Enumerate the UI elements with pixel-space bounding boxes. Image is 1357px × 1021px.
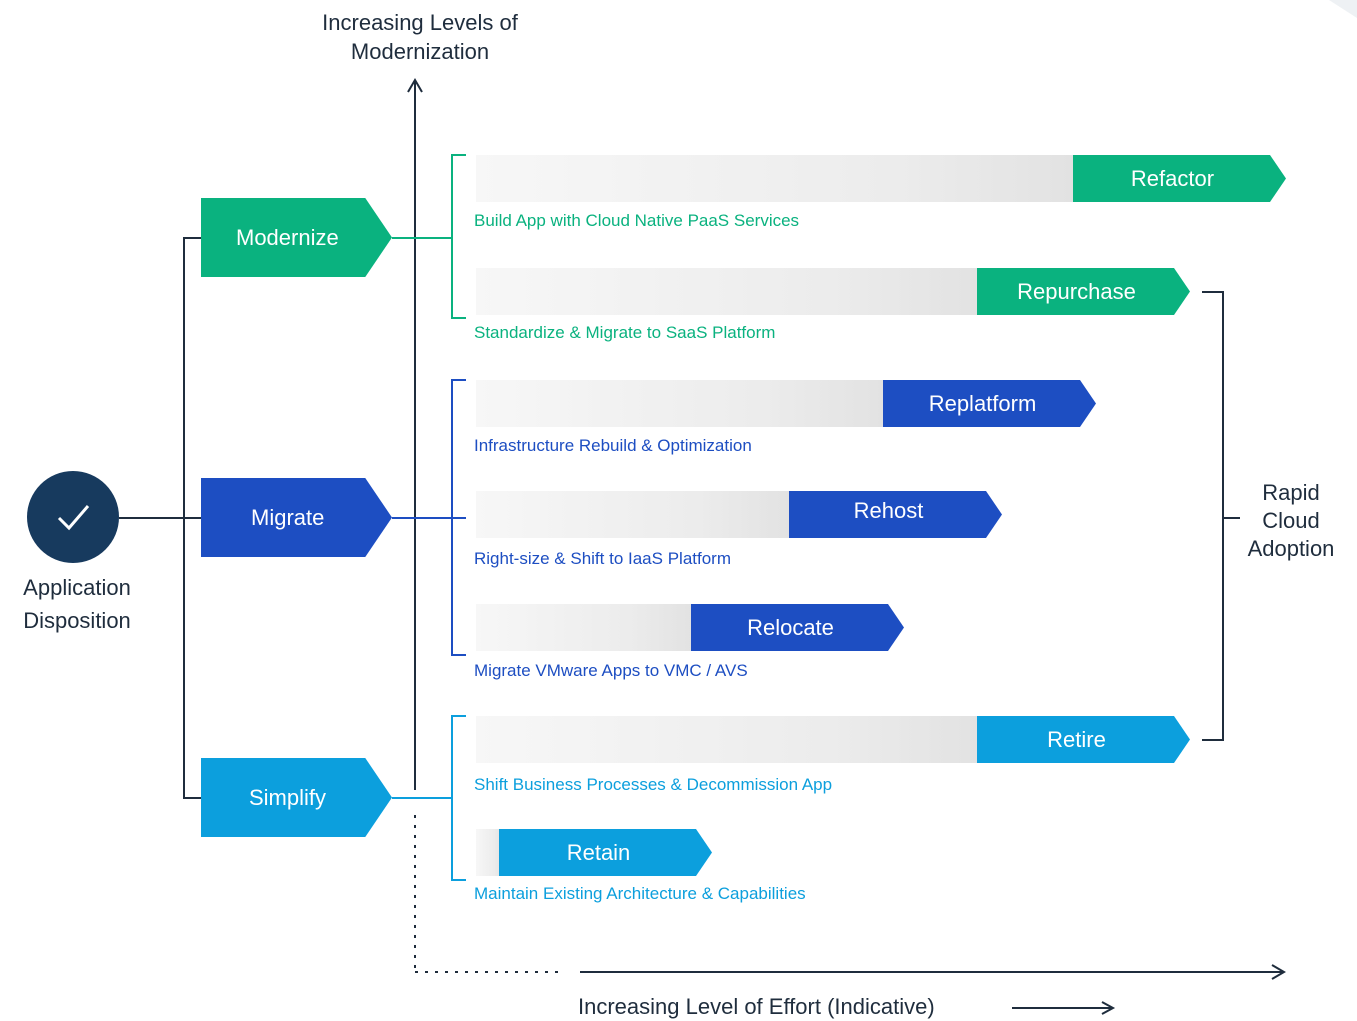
effort-track: [476, 604, 694, 651]
strategy-repurchase-description: Standardize & Migrate to SaaS Platform: [474, 323, 776, 342]
category-migrate: Migrate: [201, 478, 392, 557]
strategy-relocate-tag: Relocate: [691, 604, 904, 651]
strategy-retain-label: Retain: [566, 839, 631, 865]
modernize-bracket: [451, 154, 466, 319]
strategy-refactor-tag: Refactor: [1073, 155, 1286, 202]
modernization-axis-arrowhead: [407, 78, 423, 93]
category-simplify-label: Simplify: [249, 784, 327, 810]
effort-track: [476, 155, 1076, 202]
strategy-retain-tag: Retain: [499, 829, 712, 876]
category-migrate-label: Migrate: [251, 504, 325, 530]
checkmark-icon: [57, 505, 90, 531]
strategy-repurchase-label: Repurchase: [1017, 278, 1136, 304]
simplify-bracket: [451, 715, 466, 881]
strategy-refactor-description: Build App with Cloud Native PaaS Service…: [474, 211, 800, 230]
strategy-retire-tag: Retire: [977, 716, 1190, 763]
migrate-bracket: [451, 379, 466, 656]
category-modernize-label: Modernize: [236, 224, 339, 250]
application-disposition-node: [27, 471, 119, 563]
strategy-relocate-description: Migrate VMware Apps to VMC / AVS: [474, 661, 748, 680]
strategy-retain-description: Maintain Existing Architecture & Capabil…: [474, 884, 806, 903]
corner-decoration: [1329, 0, 1357, 18]
effort-track: [476, 380, 886, 427]
effort-track: [476, 829, 502, 876]
strategy-repurchase-tag: Repurchase: [977, 268, 1190, 315]
effort-track: [476, 716, 981, 763]
strategy-replatform-description: Infrastructure Rebuild & Optimization: [474, 436, 752, 455]
strategy-relocate-label: Relocate: [747, 614, 834, 640]
category-modernize: Modernize: [201, 198, 392, 277]
effort-track: [476, 491, 792, 538]
strategy-retire-label: Retire: [1047, 726, 1106, 752]
category-simplify: Simplify: [201, 758, 392, 837]
strategy-rehost-tag: Rehost: [789, 491, 1002, 538]
rapid-adoption-bracket: [1202, 291, 1224, 741]
strategy-refactor-label: Refactor: [1130, 165, 1215, 191]
strategy-rehost-description: Right-size & Shift to IaaS Platform: [474, 549, 731, 568]
strategy-retire-description: Shift Business Processes & Decommission …: [474, 775, 833, 794]
strategy-rehost-label: Rehost: [853, 498, 924, 523]
strategy-replatform-label: Replatform: [928, 390, 1037, 416]
category-bracket: [183, 237, 201, 799]
strategy-replatform-tag: Replatform: [883, 380, 1096, 427]
effort-track: [476, 268, 981, 315]
effort-axis-arrowhead: [1271, 964, 1286, 980]
effort-label-arrowhead: [1101, 1001, 1116, 1015]
effort-axis-label: Increasing Level of Effort (Indicative): [578, 994, 935, 1019]
